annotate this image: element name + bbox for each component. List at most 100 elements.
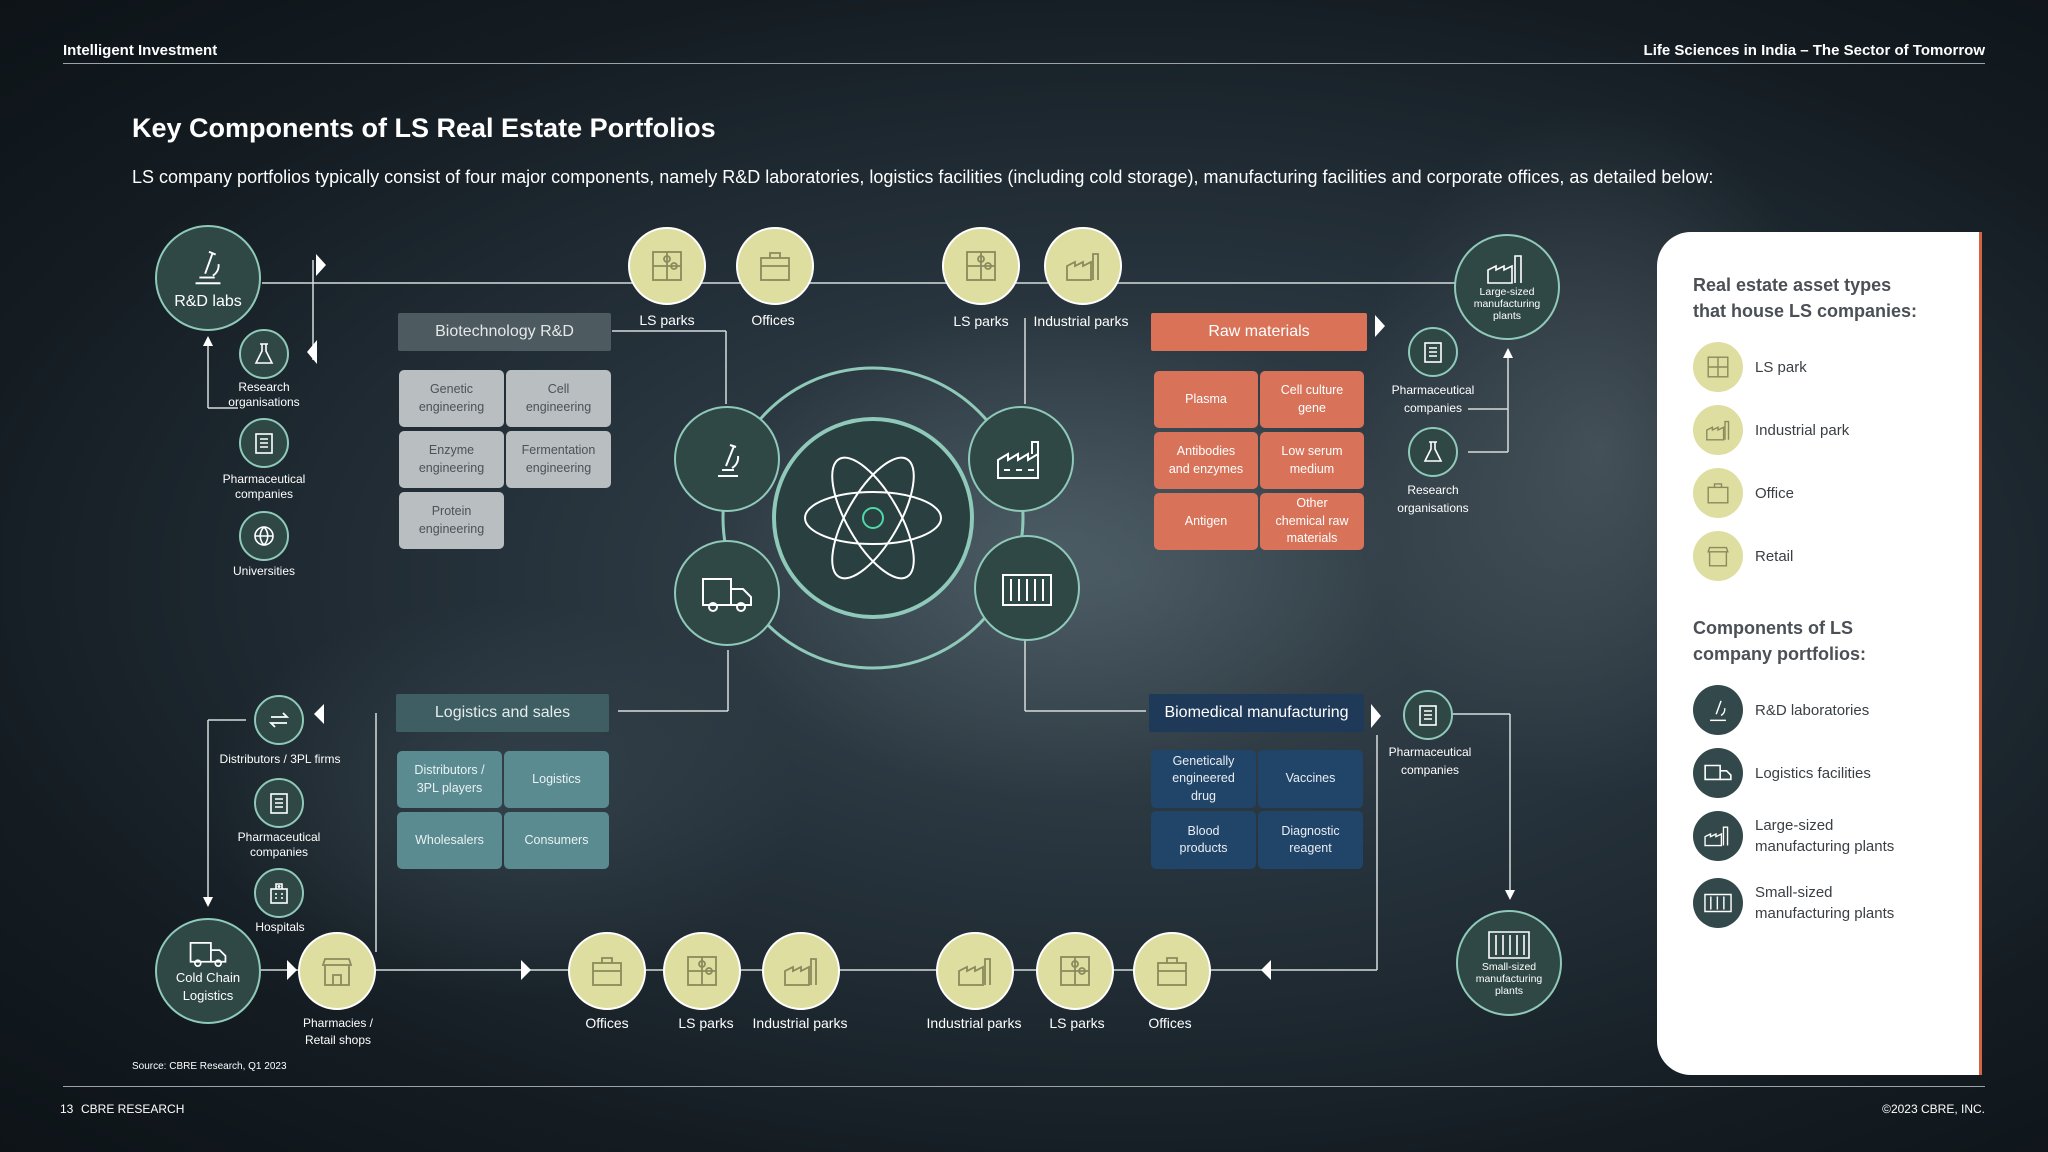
panel-accent-edge — [1979, 232, 1982, 1075]
legend-label: Large-sized manufacturing plants — [1755, 817, 1895, 855]
research-org-label-left: Research organisations — [228, 380, 300, 409]
legend-item: Small-sized manufacturing plants — [1693, 878, 1894, 928]
retail-asset — [298, 932, 376, 1010]
distributor-node — [254, 695, 304, 745]
building-icon — [255, 433, 273, 454]
hospital-node — [254, 868, 304, 918]
ls-park-asset-top-1 — [628, 227, 706, 305]
pharma-label-bottom-left: Pharmaceutical companies — [237, 830, 321, 859]
factory-icon — [958, 958, 991, 986]
pharma-label-left: Pharmaceutical companies — [222, 472, 306, 501]
asset-label: Offices — [1148, 1015, 1192, 1031]
asset-label: LS parks — [639, 312, 695, 328]
puzzle-icon — [1060, 956, 1090, 986]
legend-item: Industrial park — [1693, 405, 1849, 455]
puzzle-icon — [687, 956, 717, 986]
factory-icon — [1066, 253, 1099, 281]
hospital-icon — [270, 883, 288, 904]
pharma-label-right-top: Pharmaceutical companies — [1391, 383, 1475, 415]
legend-label: R&D laboratories — [1755, 701, 1870, 719]
raw-cell: Antigen — [1154, 493, 1258, 550]
logistics-header: Logistics and sales — [396, 694, 609, 732]
building-icon — [1424, 342, 1442, 363]
university-label: Universities — [232, 564, 296, 578]
pharmacies-label: Pharmacies / Retail shops — [302, 1016, 374, 1048]
office-asset-bottom-1 — [568, 932, 646, 1010]
page-number: 13 — [60, 1102, 74, 1116]
biomed-header: Biomedical manufacturing — [1149, 694, 1364, 732]
raw-cell: Antibodies and enzymes — [1154, 432, 1258, 489]
factory-icon — [1693, 811, 1743, 861]
research-org-label-right: Research organisations — [1397, 483, 1469, 515]
microscope-icon — [1693, 685, 1743, 735]
asset-label: LS parks — [953, 313, 1009, 329]
logistics-cell: Wholesalers — [397, 812, 502, 869]
legend-item: Logistics facilities — [1693, 748, 1871, 798]
briefcase-icon — [760, 252, 790, 281]
rd-labs-node: R&D labs — [155, 225, 261, 331]
biotech-cell: Genetic engineering — [399, 370, 504, 427]
biotech-header: Biotechnology R&D — [398, 313, 611, 351]
biotech-cell: Protein engineering — [399, 492, 504, 549]
small-plant-node — [974, 535, 1080, 641]
biomed-cell: Genetically engineered drug — [1151, 750, 1256, 808]
industrial-park-asset-top — [1044, 227, 1122, 305]
logistics-node — [674, 540, 780, 646]
factory-icon — [997, 441, 1039, 479]
pharma-label-right-bottom: Pharmaceutical companies — [1388, 745, 1472, 777]
hospital-label: Hospitals — [255, 920, 305, 934]
legend-item: R&D laboratories — [1693, 685, 1869, 735]
legend-heading-assets: Real estate asset types that house LS co… — [1693, 275, 1918, 322]
page-subtitle: LS company portfolios typically consist … — [132, 167, 1714, 187]
legend-label: Small-sized manufacturing plants — [1755, 884, 1895, 922]
large-plant-node — [968, 406, 1074, 512]
research-org-node-left — [239, 329, 289, 379]
header-right: Life Sciences in India – The Sector of T… — [1643, 42, 1985, 59]
research-org-node-right — [1408, 427, 1458, 477]
legend-item: Large-sized manufacturing plants — [1693, 811, 1894, 861]
logistics-cell: Distributors / 3PL players — [397, 751, 502, 808]
logistics-cell: Logistics — [504, 751, 609, 808]
industrial-asset-bottom-2 — [936, 932, 1014, 1010]
briefcase-icon — [1693, 468, 1743, 518]
legend-item: LS park — [1693, 342, 1807, 392]
raw-materials-header: Raw materials — [1151, 313, 1367, 351]
factory-icon — [1693, 405, 1743, 455]
truck-icon — [1693, 748, 1743, 798]
asset-label: Offices — [585, 1015, 629, 1031]
legend-label: Logistics facilities — [1755, 764, 1871, 782]
small-plants-node: Small-sized manufacturing plants — [1456, 910, 1562, 1016]
microscope-icon — [718, 444, 740, 477]
pharma-node-right-bottom — [1403, 690, 1453, 740]
legend-panel: Real estate asset types that house LS co… — [1657, 232, 1982, 1075]
truck-icon — [189, 942, 227, 968]
ls-park-asset-top-2 — [942, 227, 1020, 305]
asset-label: LS parks — [1049, 1015, 1105, 1031]
legend-item: Retail — [1693, 531, 1793, 581]
biotech-cell: Enzyme engineering — [399, 431, 504, 488]
puzzle-icon — [966, 251, 996, 281]
truck-icon — [702, 578, 752, 612]
ls-park-asset-bottom-1 — [663, 932, 741, 1010]
biotech-cell: Fermentation engineering — [506, 431, 611, 488]
flask-icon — [254, 343, 274, 364]
small-plants-label: Small-sized manufacturing plants — [1475, 960, 1543, 998]
large-plants-node: Large-sized manufacturing plants — [1454, 234, 1560, 340]
factory-icon — [1487, 255, 1522, 284]
university-node — [239, 511, 289, 561]
raw-cell: Other chemical raw materials — [1260, 493, 1364, 550]
raw-cell: Plasma — [1154, 371, 1258, 428]
biotech-cell: Cell engineering — [506, 370, 611, 427]
office-asset-top — [736, 227, 814, 305]
container-icon — [1002, 574, 1052, 606]
rd-labs-label: R&D labs — [174, 293, 242, 310]
legend-label: Industrial park — [1755, 421, 1850, 439]
flask-icon — [1423, 441, 1443, 462]
container-icon — [1488, 931, 1530, 959]
asset-label: Industrial parks — [926, 1015, 1022, 1031]
pharma-node-left — [239, 418, 289, 468]
legend-item: Office — [1693, 468, 1794, 518]
asset-label: Offices — [751, 312, 795, 328]
asset-label: Industrial parks — [752, 1015, 848, 1031]
